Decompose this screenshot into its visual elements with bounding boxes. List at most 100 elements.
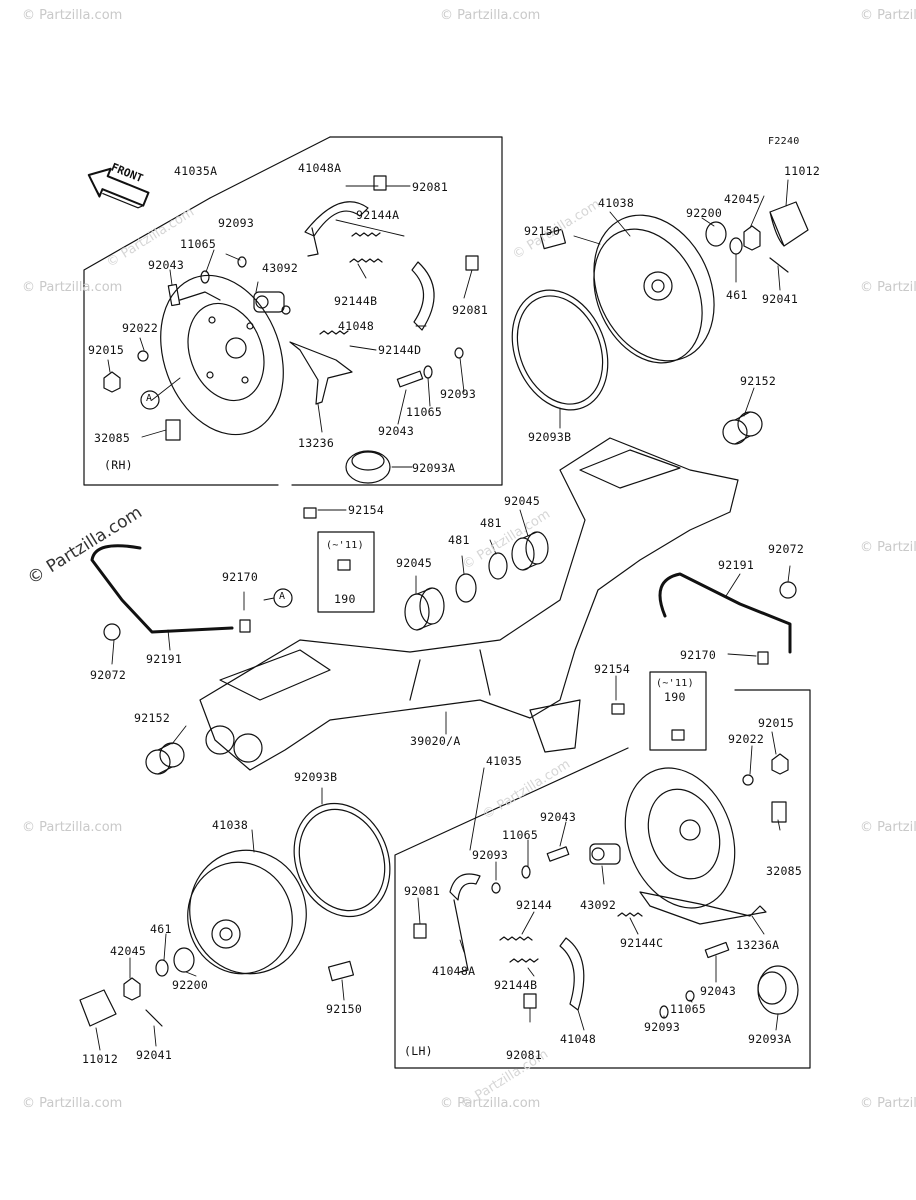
part-callout[interactable]: 92150 xyxy=(524,224,561,238)
part-callout[interactable]: 92150 xyxy=(326,1002,363,1016)
part-callout[interactable]: 41048A xyxy=(298,161,342,175)
part-callout[interactable]: 92144 xyxy=(516,898,553,912)
part-callout[interactable]: 13236A xyxy=(736,938,780,952)
part-callout[interactable]: 92072 xyxy=(768,542,805,556)
watermark-text: © Partzilla.com xyxy=(860,540,916,555)
part-callout[interactable]: 92144C xyxy=(620,936,664,950)
breather-hose-icon xyxy=(90,544,234,634)
part-callout[interactable]: 461 xyxy=(150,922,172,936)
part-callout[interactable]: 92170 xyxy=(680,648,717,662)
part-callout[interactable]: 92093 xyxy=(440,387,477,401)
part-callout[interactable]: 92144B xyxy=(334,294,378,308)
part-callout[interactable]: 92093 xyxy=(644,1020,681,1034)
bushing-icon xyxy=(145,742,185,775)
part-callout[interactable]: 92093 xyxy=(472,848,509,862)
clip-icon xyxy=(165,419,181,441)
part-callout[interactable]: 92015 xyxy=(758,716,795,730)
part-callout[interactable]: 41038 xyxy=(598,196,635,210)
watermark-text: © Partzilla.com xyxy=(860,820,916,835)
hose-clamp-icon xyxy=(757,651,769,665)
part-callout[interactable]: 92200 xyxy=(686,206,723,220)
part-callout[interactable]: 11065 xyxy=(406,405,443,419)
washer-icon xyxy=(705,221,727,247)
part-callout[interactable]: 92081 xyxy=(404,884,441,898)
part-callout[interactable]: 92081 xyxy=(412,180,449,194)
bolt-icon xyxy=(337,559,351,571)
part-callout[interactable]: 92093A xyxy=(412,461,456,475)
part-callout[interactable]: 42045 xyxy=(724,192,761,206)
part-callout[interactable]: 42045 xyxy=(110,944,147,958)
part-callout[interactable]: 481 xyxy=(448,533,470,547)
part-callout[interactable]: 41048 xyxy=(560,1032,597,1046)
part-callout[interactable]: 92022 xyxy=(122,321,159,335)
part-callout[interactable]: 43092 xyxy=(262,261,299,275)
part-callout[interactable]: 92152 xyxy=(134,711,171,725)
bolt-icon xyxy=(671,729,685,741)
part-callout[interactable]: 92041 xyxy=(762,292,799,306)
part-callout[interactable]: 92144B xyxy=(494,978,538,992)
part-callout[interactable]: 92200 xyxy=(172,978,209,992)
part-callout[interactable]: 92144A xyxy=(356,208,400,222)
snap-ring-icon xyxy=(455,573,477,603)
part-callout[interactable]: 11012 xyxy=(784,164,821,178)
part-callout[interactable]: 11065 xyxy=(502,828,539,842)
part-callout[interactable]: 41035A xyxy=(174,164,218,178)
bushing-icon xyxy=(722,411,763,445)
option-note: (~'11) xyxy=(326,540,364,551)
part-callout[interactable]: 92072 xyxy=(90,668,127,682)
part-callout[interactable]: 92043 xyxy=(378,424,415,438)
part-callout[interactable]: 92191 xyxy=(718,558,755,572)
part-callout[interactable]: 92043 xyxy=(148,258,185,272)
part-callout[interactable]: 92022 xyxy=(728,732,765,746)
washer-icon xyxy=(454,347,464,359)
part-callout[interactable]: 41048 xyxy=(338,319,375,333)
part-callout[interactable]: 32085 xyxy=(766,864,803,878)
part-callout[interactable]: 92191 xyxy=(146,652,183,666)
part-callout[interactable]: 92093B xyxy=(294,770,338,784)
part-callout[interactable]: 92154 xyxy=(594,662,631,676)
part-callout[interactable]: 13236 xyxy=(298,436,335,450)
clip-icon xyxy=(465,255,479,271)
washer-icon xyxy=(173,947,195,973)
part-callout[interactable]: 11065 xyxy=(180,237,217,251)
part-callout[interactable]: 92015 xyxy=(88,343,125,357)
part-callout[interactable]: 92154 xyxy=(348,503,385,517)
part-callout[interactable]: 92045 xyxy=(396,556,433,570)
part-callout[interactable]: 92093 xyxy=(218,216,255,230)
part-callout[interactable]: 481 xyxy=(480,516,502,530)
part-callout[interactable]: 11065 xyxy=(670,1002,707,1016)
part-callout[interactable]: 32085 xyxy=(94,431,131,445)
part-callout[interactable]: 92041 xyxy=(136,1048,173,1062)
watermark-text: © Partzilla.com xyxy=(22,8,123,23)
spring-icon xyxy=(499,936,533,941)
part-callout[interactable]: 92045 xyxy=(504,494,541,508)
washer-icon xyxy=(491,882,501,894)
bolt-icon xyxy=(303,507,317,519)
spring-icon xyxy=(509,958,539,963)
part-callout[interactable]: 11012 xyxy=(82,1052,119,1066)
part-callout[interactable]: 92144D xyxy=(378,343,422,357)
part-callout[interactable]: 92043 xyxy=(700,984,737,998)
part-callout[interactable]: 92043 xyxy=(540,810,577,824)
part-callout[interactable]: 461 xyxy=(726,288,748,302)
rh-lever-icon xyxy=(289,341,353,405)
watermark-text: © Partzilla.com xyxy=(440,8,541,23)
part-callout[interactable]: 92081 xyxy=(506,1048,543,1062)
lh-section-label: (LH) xyxy=(404,1044,433,1058)
watermark-text: © Partzilla.com xyxy=(22,280,123,295)
part-callout[interactable]: 92170 xyxy=(222,570,259,584)
part-callout[interactable]: 92093A xyxy=(748,1032,792,1046)
part-callout[interactable]: 39020/A xyxy=(410,734,461,748)
part-callout[interactable]: 92152 xyxy=(740,374,777,388)
pin-icon xyxy=(546,846,570,862)
pin-icon xyxy=(396,370,424,388)
part-callout[interactable]: 41038 xyxy=(212,818,249,832)
lh-wheel-cylinder-icon xyxy=(589,843,621,865)
part-callout[interactable]: 92081 xyxy=(452,303,489,317)
part-callout[interactable]: 41035 xyxy=(486,754,523,768)
part-callout[interactable]: 41048A xyxy=(432,964,476,978)
rh-section-box-right xyxy=(291,136,503,486)
part-callout[interactable]: 43092 xyxy=(580,898,617,912)
part-callout[interactable]: 92093B xyxy=(528,430,572,444)
